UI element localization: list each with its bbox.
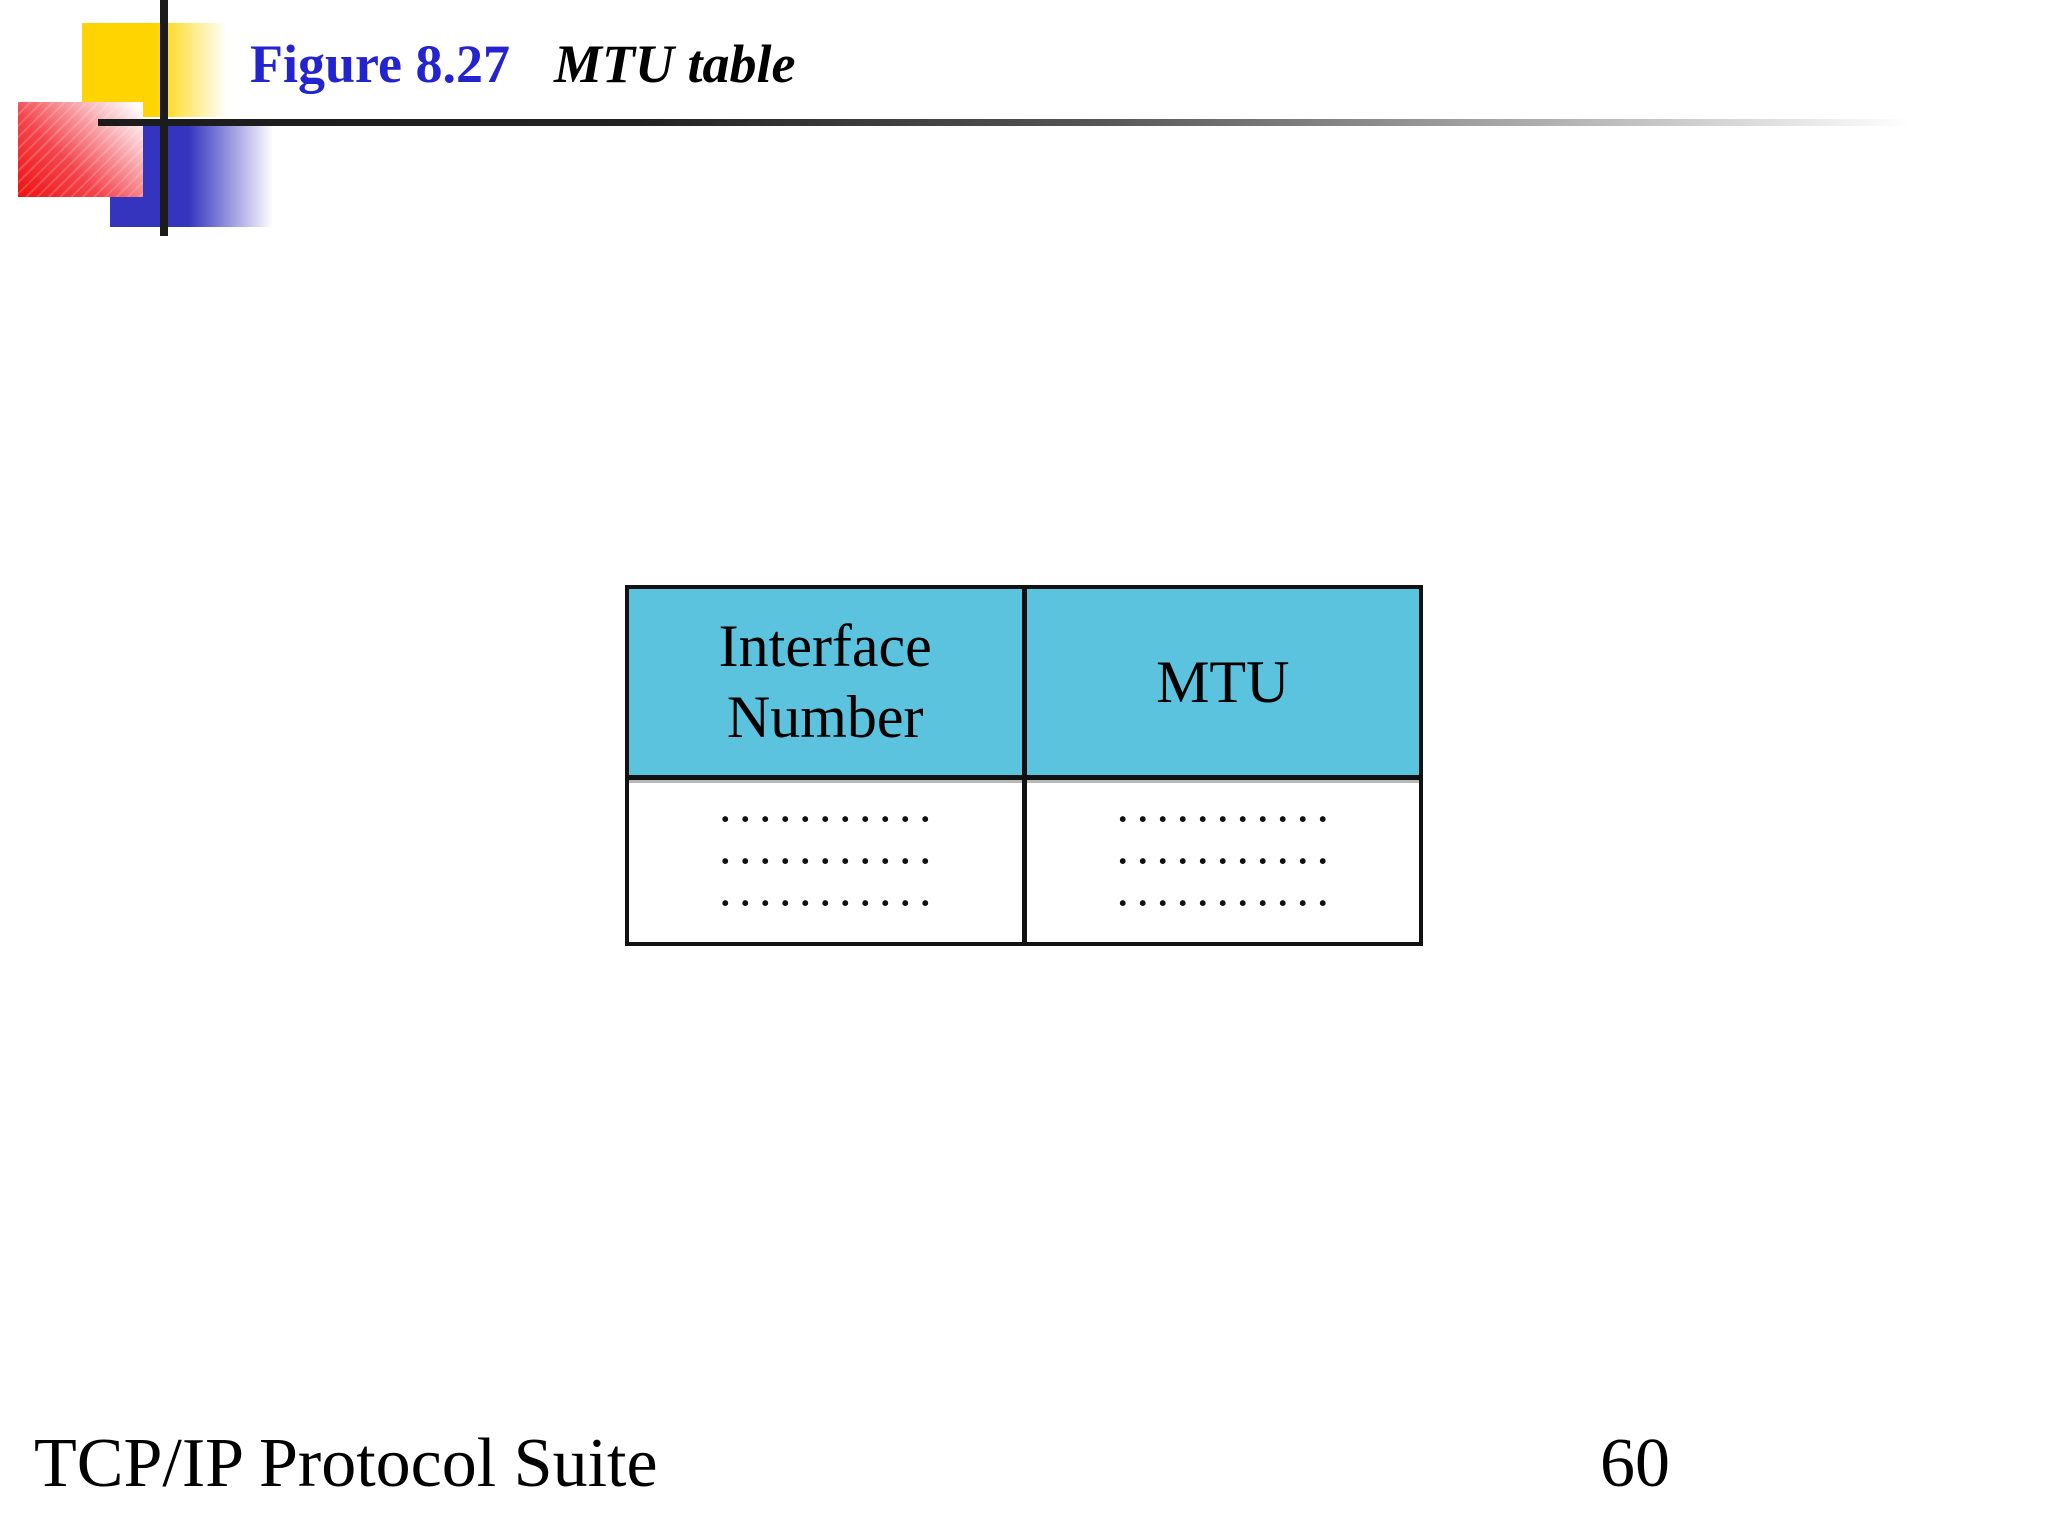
placeholder-dots-row: ··········· — [1116, 841, 1337, 881]
yellow-accent-square — [82, 23, 227, 117]
placeholder-dots-row: ··········· — [1116, 799, 1337, 839]
placeholder-dots-row: ··········· — [719, 883, 940, 923]
figure-title: MTU table — [553, 34, 796, 94]
mtu-table-header-row: Interface Number MTU — [629, 589, 1419, 780]
page-number: 60 — [1600, 1425, 1670, 1502]
slide-title: Figure 8.27 MTU table — [250, 32, 795, 96]
placeholder-dots-row: ··········· — [1116, 883, 1337, 923]
footer-book-title: TCP/IP Protocol Suite — [34, 1425, 658, 1502]
mtu-table-body: ··········· ··········· ··········· ····… — [629, 780, 1419, 942]
mtu-table-column-interface-number: ··········· ··········· ··········· — [629, 780, 1027, 942]
mtu-table: Interface Number MTU ··········· ·······… — [625, 585, 1423, 946]
placeholder-dots-row: ··········· — [719, 841, 940, 881]
placeholder-dots-row: ··········· — [719, 799, 940, 839]
mtu-table-header-mtu: MTU — [1026, 589, 1419, 775]
vertical-accent-line — [160, 0, 168, 236]
mtu-table-column-mtu: ··········· ··········· ··········· — [1027, 780, 1420, 942]
horizontal-rule — [98, 119, 1910, 126]
red-accent-square — [18, 102, 143, 197]
mtu-table-header-interface-number: Interface Number — [629, 589, 1027, 775]
figure-label: Figure 8.27 — [250, 34, 510, 94]
